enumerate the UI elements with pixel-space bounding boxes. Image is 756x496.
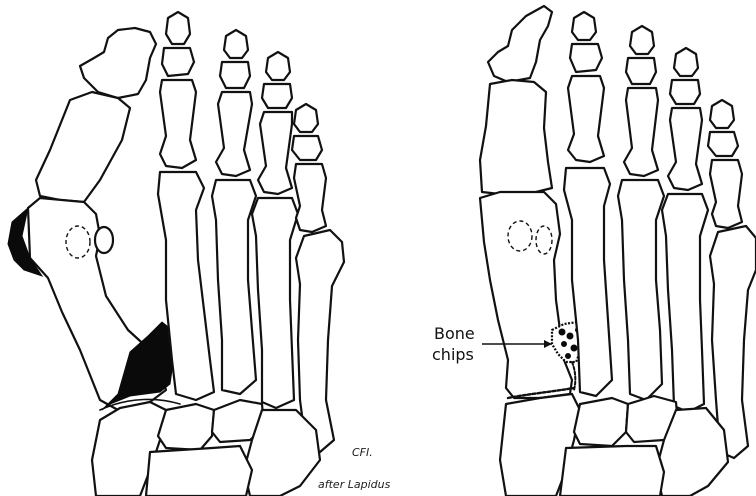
left-fifth-toe-middle: [292, 136, 322, 160]
right-fourth-toe-distal: [674, 48, 698, 76]
right-fifth-toe-middle: [708, 132, 738, 156]
left-second-toe-proximal: [160, 80, 196, 168]
right-fourth-metatarsal: [662, 194, 708, 412]
right-foot-diagram: [480, 6, 756, 496]
left-fourth-toe-distal: [266, 52, 290, 80]
left-second-toe-middle: [162, 48, 194, 76]
left-third-toe-distal: [224, 30, 248, 58]
left-third-toe-middle: [220, 62, 250, 88]
left-hallux-proximal-phalanx: [36, 92, 130, 202]
illustrator-initials: CFI.: [352, 446, 373, 459]
right-fourth-toe-proximal: [668, 108, 702, 190]
left-hallux-distal-phalanx: [80, 28, 156, 98]
left-third-metatarsal: [212, 180, 256, 394]
right-hallux-distal-phalanx: [488, 6, 552, 82]
right-cuneiform-middle: [574, 398, 628, 446]
right-fifth-toe-distal: [710, 100, 734, 128]
left-fifth-toe-distal: [294, 104, 318, 132]
right-second-toe-middle: [570, 44, 602, 72]
right-osteotomy-line-2: [572, 362, 575, 390]
left-second-toe-distal: [166, 12, 190, 44]
left-fourth-toe-middle: [262, 84, 292, 108]
right-third-metatarsal: [618, 180, 664, 400]
right-second-toe-distal: [572, 12, 596, 40]
left-cuneiform-middle: [158, 404, 214, 450]
right-third-toe-proximal: [624, 88, 658, 176]
right-third-toe-middle: [626, 58, 656, 84]
left-fifth-toe-proximal: [294, 164, 326, 232]
right-navicular: [560, 446, 664, 496]
right-second-toe-proximal: [568, 76, 604, 162]
right-fourth-toe-middle: [670, 80, 700, 104]
right-first-metatarsal: [480, 192, 572, 398]
illustration-credit: after Lapidus: [318, 478, 391, 491]
right-third-toe-distal: [630, 26, 654, 54]
left-navicular: [146, 446, 252, 496]
left-foot-diagram: [8, 12, 344, 496]
right-fifth-toe-proximal: [710, 160, 742, 228]
left-sesamoid: [95, 227, 113, 253]
right-hallux-proximal-phalanx: [480, 80, 552, 194]
left-fourth-toe-proximal: [258, 112, 292, 194]
left-third-toe-proximal: [216, 92, 252, 176]
bone-chips-label-line2: chips: [432, 345, 474, 364]
bone-chips-label-line1: Bone: [434, 324, 475, 343]
left-fourth-metatarsal: [252, 198, 298, 408]
